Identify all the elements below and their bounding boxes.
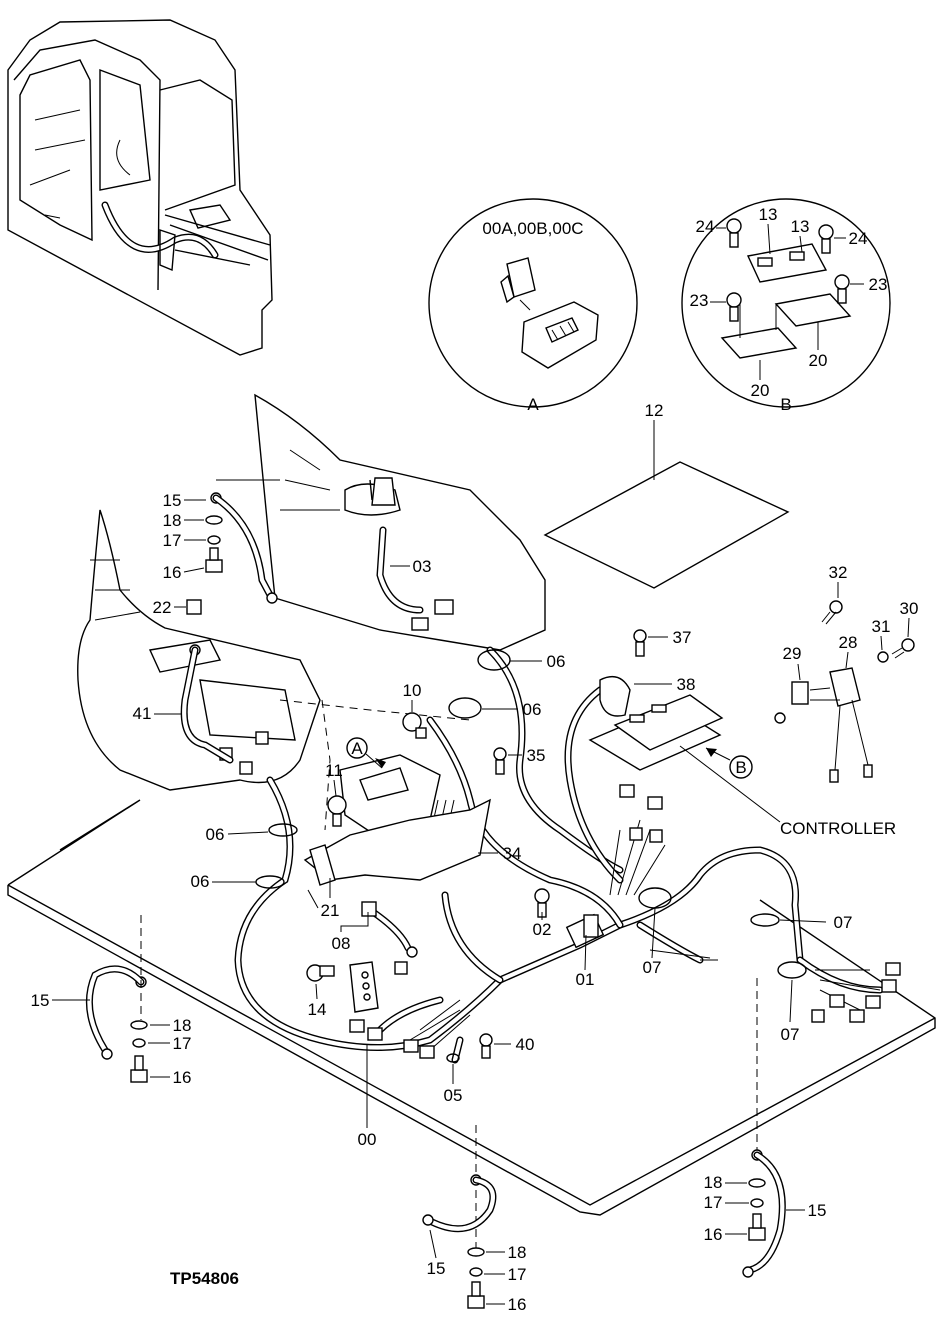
relay-28-29: [774, 667, 873, 783]
main-harness: [234, 646, 884, 1064]
bracket-34: [303, 754, 491, 886]
callout-label: 00: [358, 1130, 377, 1149]
callout-label: 15: [163, 491, 182, 510]
pointer-b-label: B: [735, 758, 746, 777]
callout-label: 07: [834, 913, 853, 932]
callout-label: 16: [508, 1295, 527, 1314]
connector-set: [219, 599, 901, 1059]
callout-label: 11: [325, 761, 343, 780]
callout-label: 15: [427, 1259, 446, 1278]
callout-label: 18: [163, 511, 182, 530]
callout-label: 06: [191, 872, 210, 891]
ground-strap-top: [210, 479, 280, 604]
detail-b-callout-label: 23: [690, 291, 709, 310]
callout-label: 38: [677, 675, 696, 694]
detail-a: 00A,00B,00C A: [428, 198, 638, 414]
ground-strap-bottom: [422, 1125, 497, 1255]
floor-plate: [7, 799, 936, 1216]
callout-label: 03: [413, 557, 432, 576]
detail-b-callout-label: 20: [751, 381, 770, 400]
callout-label: 40: [516, 1035, 535, 1054]
detail-b-letter: B: [780, 395, 791, 414]
callout-label: 14: [308, 1000, 327, 1019]
detail-a-title: 00A,00B,00C: [482, 219, 583, 238]
callout-label: 41: [133, 704, 152, 723]
callout-label: 35: [527, 746, 546, 765]
sub-harness-41: [180, 646, 234, 764]
callout-label: 02: [533, 920, 552, 939]
pointer-bubbles: A B: [346, 737, 753, 779]
callout-label: 21: [321, 901, 340, 920]
callout-label: 37: [673, 628, 692, 647]
detail-b: 24 13 13 24 23 23 20 20 B: [681, 198, 891, 414]
callout-label: 17: [163, 531, 182, 550]
callout-label: 15: [31, 991, 50, 1010]
sub-harness-03: [371, 477, 424, 614]
callout-label: 18: [508, 1243, 527, 1262]
callout-label: 08: [332, 934, 351, 953]
pointer-a-label: A: [351, 739, 363, 758]
callout-label: 18: [173, 1016, 192, 1035]
ground-strap-right: [742, 978, 786, 1278]
callout-label: 16: [163, 563, 182, 582]
detail-b-callout-label: 23: [869, 275, 888, 294]
detail-b-callout-label: 13: [791, 217, 810, 236]
callout-label: 28: [839, 633, 858, 652]
detail-b-callout-label: 20: [809, 351, 828, 370]
detail-a-letter: A: [527, 395, 539, 414]
callout-label: 29: [783, 644, 802, 663]
callout-label: 01: [576, 970, 595, 989]
callout-label: 10: [403, 681, 422, 700]
callout-label: 18: [704, 1173, 723, 1192]
detail-b-callout-label: 13: [759, 205, 778, 224]
left-console: [77, 509, 321, 791]
callout-label: 05: [444, 1086, 463, 1105]
callout-label: 17: [173, 1034, 192, 1053]
right-console: [254, 393, 546, 651]
figure-id: TP54806: [170, 1269, 239, 1288]
svg-text:CONTROLLER: CONTROLLER: [780, 819, 896, 838]
callout-label: 06: [523, 700, 542, 719]
detail-b-callout-label: 24: [696, 217, 715, 236]
callout-label: 07: [781, 1025, 800, 1044]
hardware-stacks: [130, 515, 766, 1309]
detail-b-callout-label: 24: [849, 229, 868, 248]
cab-inset: [7, 19, 273, 356]
callout-label: 16: [704, 1225, 723, 1244]
callout-label: 34: [503, 844, 522, 863]
sheet-12: 12: [543, 401, 790, 589]
callout-label: 32: [829, 563, 848, 582]
callout-label: 16: [173, 1068, 192, 1087]
callout-label: 31: [872, 617, 891, 636]
detail-b-bolt: [726, 218, 850, 322]
controller-label: CONTROLLER: [679, 745, 896, 838]
callout-label: 17: [508, 1265, 527, 1284]
callout-labels: 15 18 17 16 03 22 41 06 06 06 06 10 35 3…: [31, 491, 919, 1314]
ground-strap-left: [85, 915, 147, 1060]
callout-label: 06: [547, 652, 566, 671]
callout-label: 06: [206, 825, 225, 844]
callout-label: 15: [808, 1201, 827, 1220]
callout-label: 22: [153, 598, 172, 617]
relay-block-14: [349, 961, 379, 1013]
callout-label: 07: [643, 958, 662, 977]
callout-label: 17: [704, 1193, 723, 1212]
callout-label: 12: [645, 401, 664, 420]
callout-label: 30: [900, 599, 919, 618]
sub-harness-08: [361, 901, 418, 958]
controller-plate: [588, 676, 724, 771]
